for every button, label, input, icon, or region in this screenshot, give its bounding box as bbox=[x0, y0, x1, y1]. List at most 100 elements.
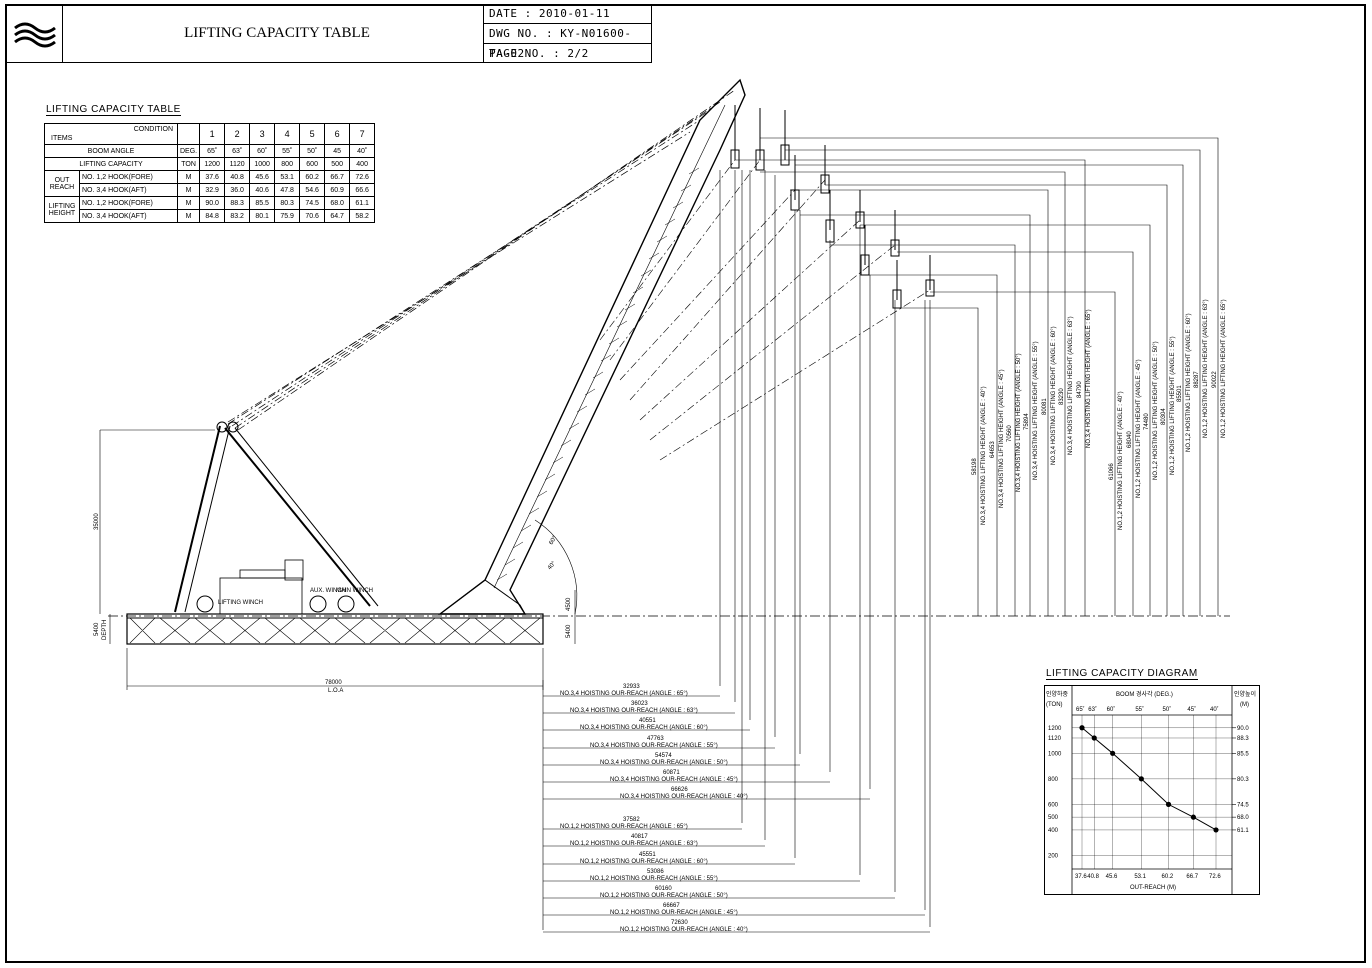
angle-tick: 60˚ bbox=[1107, 706, 1116, 713]
angle-tick: 65˚ bbox=[1076, 706, 1085, 713]
height-value: 58198 bbox=[972, 458, 978, 475]
reach-tick: 53.1 bbox=[1134, 874, 1146, 880]
reach-tick: 37.6 bbox=[1075, 874, 1087, 880]
height-label: NO.1,2 HOISTING LIFTING HEIGHT (ANGLE : … bbox=[1186, 313, 1192, 452]
angle-tick: 63˚ bbox=[1088, 706, 1097, 713]
height-value: 90022 bbox=[1212, 371, 1218, 388]
row-group-label: OUT REACH bbox=[44, 170, 80, 197]
reach-label: NO.1,2 HOISTING OUR-REACH (ANGLE : 50°) bbox=[600, 893, 728, 899]
reach-value: 36023 bbox=[631, 701, 648, 707]
reach-tick: 60.2 bbox=[1162, 874, 1174, 880]
left-header-kr: 인양하중 bbox=[1046, 690, 1069, 698]
reach-label: NO.3,4 HOISTING OUR-REACH (ANGLE : 65°) bbox=[560, 691, 688, 697]
reach-value: 45551 bbox=[639, 852, 656, 858]
date-field: DATE : 2010-01-11 bbox=[483, 4, 652, 24]
a-frame-sheave-icon bbox=[227, 421, 239, 433]
top-header: BOOM 경사각 (DEG.) bbox=[1116, 690, 1173, 698]
height-label: NO.3,4 HOISTING LIFTING HEIGHT (ANGLE : … bbox=[1051, 326, 1057, 465]
reach-label: NO.1,2 HOISTING OUR-REACH (ANGLE : 63°) bbox=[570, 841, 698, 847]
reach-tick: 66.7 bbox=[1186, 874, 1198, 880]
items-condition-cell: ITEMS CONDITION bbox=[44, 123, 178, 145]
vessel-labels: 35000 5400 DEPTH 4500 5400 78000 L.O.A L… bbox=[94, 513, 572, 694]
hook-assemblies bbox=[730, 105, 935, 309]
ton-tick: 1120 bbox=[1048, 736, 1062, 742]
reach-label: NO.3,4 HOISTING OUR-REACH (ANGLE : 60°) bbox=[580, 725, 708, 731]
height-tick: 68.0 bbox=[1237, 815, 1249, 821]
page-title: LIFTING CAPACITY TABLE bbox=[184, 25, 370, 41]
table-row: NO. 3,4 HOOK(AFT) M 84.8 83.2 80.1 75.9 … bbox=[45, 209, 376, 223]
reach-value: 37582 bbox=[623, 817, 640, 823]
loa-label: L.O.A bbox=[328, 688, 343, 694]
angle-tick: 45˚ bbox=[1187, 706, 1196, 713]
height-value: 85501 bbox=[1177, 385, 1183, 402]
reach-value: 54574 bbox=[655, 753, 672, 759]
height-label: NO.1,2 HOISTING LIFTING HEIGHT (ANGLE : … bbox=[1136, 359, 1142, 498]
hook-icon bbox=[925, 279, 935, 297]
boom-foot bbox=[439, 579, 526, 615]
reach-value: 53086 bbox=[647, 869, 664, 875]
reach-value: 40551 bbox=[639, 718, 656, 724]
table-row: LIFTING CAPACITY TON 1200 1120 1000 800 … bbox=[44, 157, 376, 171]
bottom-header: OUT-REACH (M) bbox=[1130, 885, 1176, 891]
height-35000-label: 35000 bbox=[94, 513, 100, 530]
lifting-winch-label: LIFTING WINCH bbox=[218, 600, 263, 606]
pendant-lines bbox=[227, 89, 736, 431]
dwg-no-field: DWG NO. : KY-N01600-TA-02 bbox=[483, 24, 652, 60]
a-frame-front-leg-inner bbox=[184, 425, 231, 613]
angle-40-label: 40° bbox=[547, 560, 558, 571]
left-header: (TON) bbox=[1046, 702, 1063, 708]
height-label: NO.1,2 HOISTING LIFTING HEIGHT (ANGLE : … bbox=[1118, 391, 1124, 530]
diagram-grid bbox=[1072, 715, 1232, 869]
height-value: 75894 bbox=[1024, 413, 1030, 430]
lifting-capacity-table: ITEMS CONDITION 1 2 3 4 5 6 7 BOOM ANGLE… bbox=[44, 123, 376, 223]
main-boom bbox=[437, 78, 746, 615]
page-no-field: PAGE NO. : 2/2 bbox=[489, 47, 589, 60]
height-tick: 80.3 bbox=[1237, 777, 1249, 783]
lifting-winch-icon bbox=[196, 595, 214, 613]
main-winch-label: MAIN WINCH bbox=[336, 588, 373, 594]
aux-winch-icon bbox=[309, 595, 327, 613]
height-label: NO.3,4 HOISTING LIFTING HEIGHT (ANGLE : … bbox=[1016, 353, 1022, 492]
ton-tick: 400 bbox=[1048, 828, 1059, 834]
freeboard-label: 4500 bbox=[566, 597, 572, 611]
height-value: 68040 bbox=[1127, 431, 1133, 448]
reach-tick: 45.6 bbox=[1106, 874, 1118, 880]
a-frame-front-leg bbox=[174, 425, 221, 613]
table-cell: 84.8 bbox=[199, 209, 226, 223]
height-tick: 88.3 bbox=[1237, 736, 1249, 742]
height-label: NO.3,4 HOISTING LIFTING HEIGHT (ANGLE : … bbox=[1033, 341, 1039, 480]
boom-inner-chord bbox=[493, 104, 726, 589]
reach-value: 72630 bbox=[671, 920, 688, 926]
wheelhouse bbox=[284, 559, 304, 581]
a-frame-back-leg bbox=[224, 427, 371, 607]
table-row: NO. 3,4 HOOK(AFT) M 32.9 36.0 40.6 47.8 … bbox=[45, 183, 376, 197]
height-label: NO.1,2 HOISTING LIFTING HEIGHT (ANGLE : … bbox=[1153, 341, 1159, 480]
company-logo-icon bbox=[14, 22, 56, 48]
reach-label: NO.3,4 HOISTING OUR-REACH (ANGLE : 40°) bbox=[620, 794, 748, 800]
height-label: NO.1,2 HOISTING LIFTING HEIGHT (ANGLE : … bbox=[1221, 299, 1227, 438]
reach-label: NO.1,2 HOISTING OUR-REACH (ANGLE : 45°) bbox=[610, 910, 738, 916]
height-value: 64653 bbox=[990, 441, 996, 458]
height-value: 70560 bbox=[1007, 425, 1013, 442]
reach-value: 60871 bbox=[663, 770, 680, 776]
ton-tick: 1000 bbox=[1048, 751, 1062, 757]
a-frame-back-leg-inner bbox=[234, 427, 379, 607]
height-value: 83230 bbox=[1059, 388, 1065, 405]
ton-tick: 1200 bbox=[1048, 726, 1062, 732]
reach-value: 40817 bbox=[631, 834, 648, 840]
height-label: NO.3,4 HOISTING LIFTING HEIGHT (ANGLE : … bbox=[1086, 309, 1092, 448]
reach-tick: 40.8 bbox=[1087, 874, 1099, 880]
capacity-point bbox=[1165, 801, 1172, 807]
table-cell: 40˚ bbox=[349, 144, 376, 158]
main-winch-icon bbox=[337, 595, 355, 613]
depth-value: 5400 bbox=[94, 622, 100, 636]
reach-value: 60160 bbox=[655, 886, 672, 892]
height-value: 88287 bbox=[1194, 371, 1200, 388]
drawing-sheet-border bbox=[5, 4, 1366, 963]
angle-tick: 40˚ bbox=[1210, 706, 1219, 713]
capacity-point bbox=[1138, 776, 1144, 782]
height-labels: NO.3,4 HOISTING LIFTING HEIGHT (ANGLE : … bbox=[972, 299, 1227, 530]
diagram-plot bbox=[1079, 725, 1219, 833]
condition-label: CONDITION bbox=[133, 126, 173, 133]
